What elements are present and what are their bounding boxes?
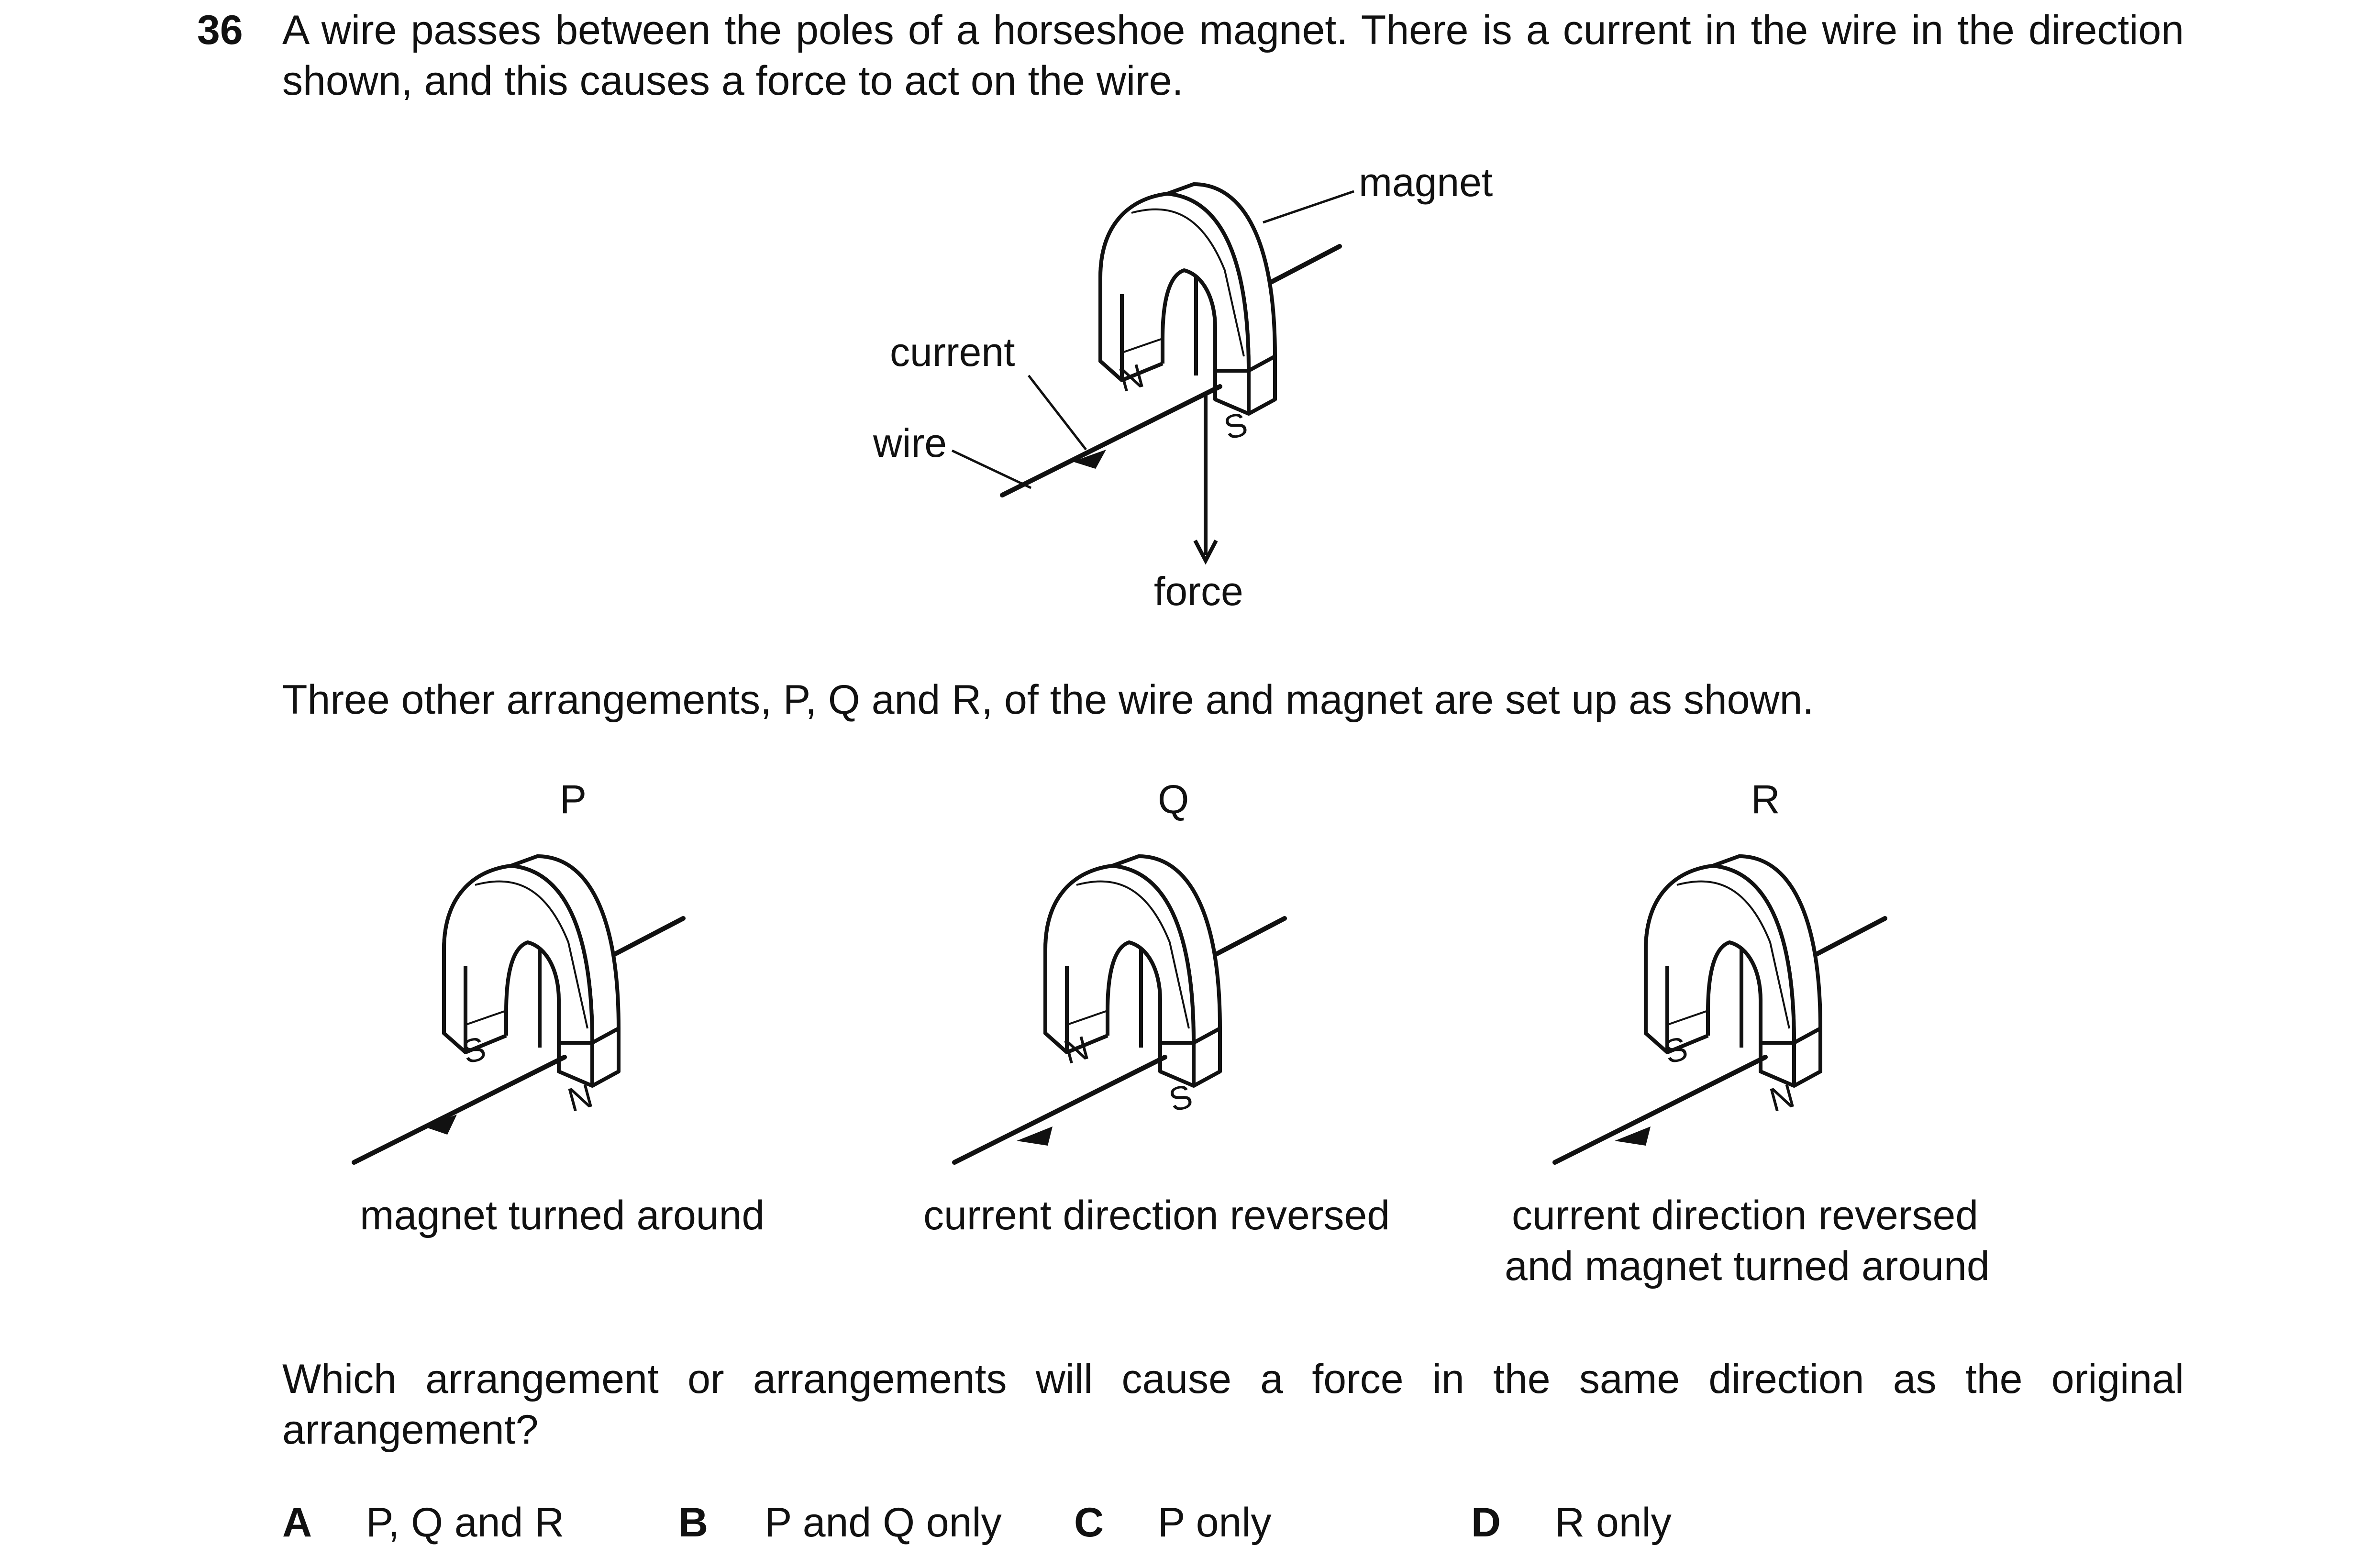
label-current: current xyxy=(890,330,1015,375)
q-current-arrow-icon xyxy=(1017,1126,1053,1146)
option-a[interactable]: A P, Q and R xyxy=(282,1497,564,1548)
r-current-arrow-icon xyxy=(1615,1126,1651,1146)
caption-r-line2: and magnet turned around xyxy=(1505,1243,1990,1289)
current-arrow-icon xyxy=(1073,450,1106,469)
original-arrangement: N S xyxy=(1100,184,1340,447)
question-stem: A wire passes between the poles of a hor… xyxy=(282,7,2184,104)
arrangement-r: S N xyxy=(1646,856,1885,1119)
option-b[interactable]: B P and Q only xyxy=(678,1497,1002,1548)
option-b-text: P and Q only xyxy=(765,1500,1002,1546)
magnet-leader xyxy=(1263,190,1354,224)
option-d[interactable]: D R only xyxy=(1471,1497,1672,1548)
q-wire xyxy=(952,1055,1167,1165)
label-wire: wire xyxy=(873,420,947,465)
option-b-letter: B xyxy=(678,1500,709,1546)
option-c-text: P only xyxy=(1158,1500,1272,1546)
p-wire xyxy=(352,1055,567,1165)
arrangement-r-letter: R xyxy=(1751,777,1780,822)
force-arrow-icon xyxy=(1193,540,1218,565)
question-number: 36 xyxy=(197,7,243,53)
p-current-arrow-icon xyxy=(423,1115,457,1135)
caption-p: magnet turned around xyxy=(360,1193,765,1238)
current-leader xyxy=(1028,375,1087,451)
original-wire xyxy=(1000,384,1222,497)
wire-leader xyxy=(951,449,1032,489)
caption-r-line1: current direction reversed xyxy=(1512,1193,1979,1238)
r-wire xyxy=(1552,1055,1768,1165)
arrangement-p-letter: P xyxy=(560,777,587,822)
intro-text: Three other arrangements, P, Q and R, of… xyxy=(282,677,1814,723)
option-a-text: P, Q and R xyxy=(366,1500,565,1546)
caption-q: current direction reversed xyxy=(923,1193,1390,1238)
label-force: force xyxy=(1154,569,1243,614)
label-magnet: magnet xyxy=(1359,160,1493,205)
option-d-letter: D xyxy=(1471,1500,1501,1546)
question-prompt: Which arrangement or arrangements will c… xyxy=(282,1356,2184,1453)
option-a-letter: A xyxy=(282,1500,312,1546)
option-c-letter: C xyxy=(1074,1500,1104,1546)
arrangement-p: S N xyxy=(444,856,683,1119)
option-c[interactable]: C P only xyxy=(1074,1497,1271,1548)
option-d-text: R only xyxy=(1555,1500,1672,1546)
arrangement-q-letter: Q xyxy=(1158,777,1189,822)
arrangement-q: N S xyxy=(1045,856,1285,1119)
